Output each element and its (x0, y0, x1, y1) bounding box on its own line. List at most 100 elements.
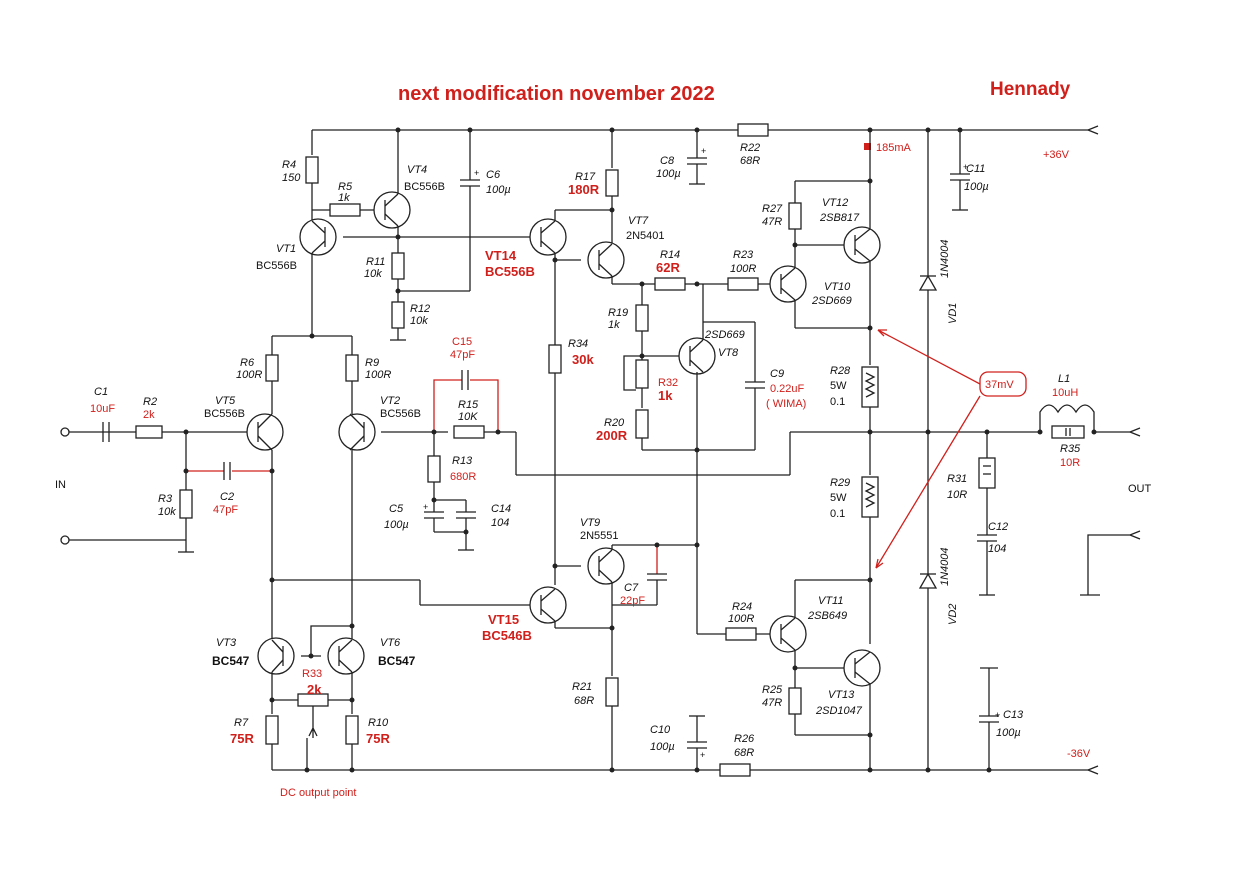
r19-ref: R19 (608, 307, 628, 319)
c10-ref: C10 (650, 724, 671, 736)
c11-value: 100µ (964, 181, 989, 193)
resistor-r20 (635, 409, 649, 439)
svg-text:+: + (963, 162, 968, 172)
vt11-ref: VT11 (818, 595, 843, 607)
resistor-r15 (453, 425, 485, 439)
r32-value: 1k (658, 388, 673, 403)
vt3-model: BC547 (212, 654, 250, 668)
vt2-model: BC556B (380, 408, 421, 420)
author-label: Hennady (990, 79, 1071, 100)
vt15-ref: VT15 (488, 612, 519, 627)
c9-note: ( WIMA) (766, 398, 806, 410)
positive-rail-label: +36V (1043, 149, 1070, 161)
r15-value: 10K (458, 411, 478, 423)
vt8-ref: VT8 (718, 347, 739, 359)
r6-ref: R6 (240, 357, 255, 369)
vt12-model: 2SB817 (819, 212, 860, 224)
vt5-model: BC556B (204, 408, 245, 420)
resistor-r22 (737, 123, 769, 137)
r2-ref: R2 (143, 396, 157, 408)
r14-ref: R14 (660, 249, 680, 261)
c6-ref: C6 (486, 169, 501, 181)
c12-value: 104 (988, 543, 1006, 555)
output-label: OUT (1128, 483, 1152, 495)
transistor-vt11 (769, 615, 807, 653)
r5-ref: R5 (338, 181, 353, 193)
c5-ref: C5 (389, 503, 404, 515)
svg-text:+: + (700, 750, 705, 760)
transistor-vt13 (843, 649, 881, 687)
r28-ref: R28 (830, 365, 851, 377)
resistor-r13 (427, 455, 441, 483)
transistor-vt3 (257, 637, 295, 675)
vt14-ref: VT14 (485, 248, 517, 263)
c1-ref: C1 (94, 386, 108, 398)
r7-ref: R7 (234, 717, 249, 729)
c12-ref: C12 (988, 521, 1008, 533)
r24-value: 100R (728, 613, 754, 625)
c2-value: 47pF (213, 504, 238, 516)
ground-terminal (60, 535, 70, 545)
resistor-r35 (1051, 425, 1085, 439)
vt1-model: BC556B (256, 260, 297, 272)
vt15-model: BC546B (482, 628, 532, 643)
r9-value: 100R (365, 369, 391, 381)
vt10-model: 2SD669 (811, 295, 852, 307)
r19-value: 1k (608, 319, 620, 331)
resistor-r4 (305, 156, 319, 184)
transistor-vt14 (529, 218, 567, 256)
r10-value: 75R (366, 731, 390, 746)
c9-ref: C9 (770, 368, 784, 380)
r32-ref: R32 (658, 377, 678, 389)
resistor-r21 (605, 677, 619, 707)
transistor-vt2 (338, 413, 376, 451)
svg-text:+: + (701, 146, 706, 156)
vt6-model: BC547 (378, 654, 416, 668)
resistor-r25 (788, 687, 802, 715)
r4-value: 150 (282, 172, 301, 184)
vt8-model: 2SD669 (704, 329, 745, 341)
vt10-ref: VT10 (824, 281, 851, 293)
resistor-r26 (719, 763, 751, 777)
resistor-r31 (978, 457, 996, 489)
r28-value2: 0.1 (830, 396, 845, 408)
vt1-ref: VT1 (276, 243, 296, 255)
r31-value: 10R (947, 489, 967, 501)
resistor-r2 (135, 425, 163, 439)
r33-value: 2k (307, 682, 322, 697)
r3-value: 10k (158, 506, 176, 518)
transistor-vt9 (587, 547, 625, 585)
r12-ref: R12 (410, 303, 430, 315)
positive-rail (312, 125, 1099, 135)
output-terminal (1129, 427, 1141, 437)
probe-label: 37mV (985, 379, 1014, 391)
resistor-r23 (727, 277, 759, 291)
r26-ref: R26 (734, 733, 755, 745)
resistor-r24 (725, 627, 757, 641)
resistor-r3 (179, 489, 193, 519)
transistor-vt15 (529, 586, 567, 624)
r22-ref: R22 (740, 142, 760, 154)
r9-ref: R9 (365, 357, 379, 369)
diode-vd1 (918, 274, 938, 291)
resistor-r17 (605, 169, 619, 197)
r11-ref: R11 (366, 256, 385, 268)
r31-ref: R31 (947, 473, 967, 485)
vt13-ref: VT13 (828, 689, 855, 701)
r5-value: 1k (338, 192, 350, 204)
c14-value: 104 (491, 517, 509, 529)
r29-value2: 0.1 (830, 508, 845, 520)
input-terminal (60, 427, 70, 437)
vt11-model: 2SB649 (807, 610, 847, 622)
r7-value: 75R (230, 731, 254, 746)
dc-output-point-label: DC output point (280, 787, 356, 799)
c8-value: 100µ (656, 168, 681, 180)
diagram-title: next modification november 2022 (398, 83, 715, 105)
resistor-r11 (391, 252, 405, 280)
c5-value: 100µ (384, 519, 409, 531)
input-label: IN (55, 479, 66, 491)
c15-value: 47pF (450, 349, 475, 361)
transistor-vt6 (327, 637, 365, 675)
transistor-vt12 (843, 226, 881, 264)
